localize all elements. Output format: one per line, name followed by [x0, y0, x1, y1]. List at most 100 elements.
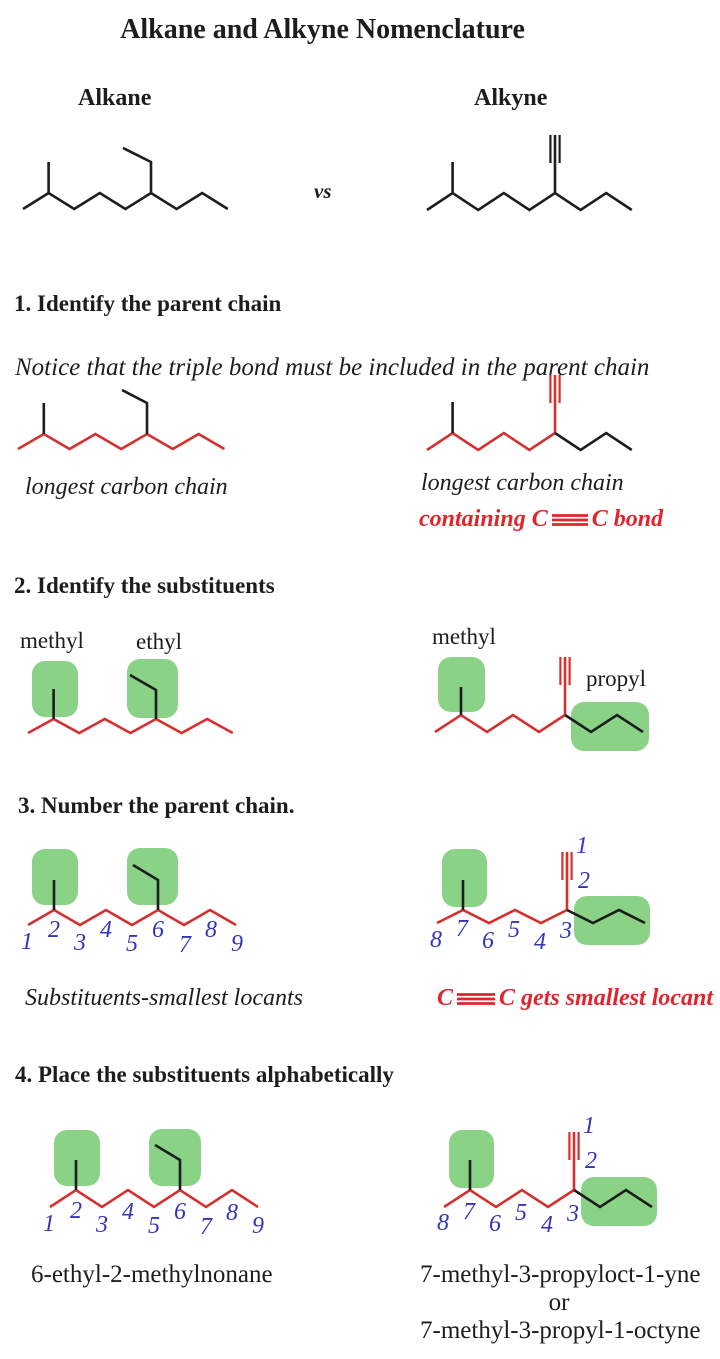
propyl-bonds: [554, 431, 633, 452]
parent-chain-bonds: [426, 431, 556, 452]
ethyl-label: ethyl: [136, 629, 182, 654]
methyl-label: methyl: [20, 628, 84, 653]
parent-chain-bonds: [17, 432, 226, 451]
locant-label: 5: [515, 1200, 527, 1226]
locant-label: 5: [126, 931, 138, 957]
propyl-highlight: [574, 896, 650, 945]
alkyne-label: Alkyne: [474, 85, 548, 111]
versus-label: vs: [314, 179, 332, 203]
locant-label: 8: [226, 1200, 238, 1226]
caption-text-post: C bond: [591, 506, 664, 532]
ethyl-bonds: [129, 673, 158, 719]
parent-chain-bonds: [443, 1188, 575, 1209]
step3-left-caption: Substituents-smallest locants: [25, 985, 303, 1011]
molecule-alkane-step4: 1 2 3 4 5 6 7 8 9: [43, 1129, 264, 1240]
alkane-label: Alkane: [78, 85, 152, 111]
locant-label: 6: [152, 917, 164, 943]
alkyne-name-line2: 7-methyl-3-propyl-1-octyne: [420, 1317, 701, 1344]
step2-heading: 2. Identify the substituents: [14, 573, 275, 598]
molecule-alkane-step3: 1 2 3 4 5 6 7 8 9: [21, 848, 243, 958]
locant-label: 1: [576, 833, 588, 859]
caption-text-post: C gets smallest locant: [499, 985, 714, 1011]
caption-text-pre: containing C: [419, 506, 548, 532]
locant-label: 1: [43, 1211, 55, 1237]
methyl-highlight: [442, 849, 487, 907]
methyl-highlight: [32, 661, 78, 717]
locant-label: 6: [174, 1199, 186, 1225]
parent-chain-bonds: [436, 908, 568, 925]
locant-label: 3: [95, 1212, 108, 1238]
propyl-highlight: [571, 702, 649, 751]
locant-label: 2: [578, 868, 590, 894]
parent-chain-bonds: [426, 191, 633, 212]
locant-label: 7: [463, 1199, 476, 1225]
alkyne-name-or: or: [548, 1289, 570, 1316]
alkyne-iupac-name: 7-methyl-3-propyloct-1-yne or 7-methyl-3…: [420, 1261, 701, 1345]
parent-chain-bonds: [434, 713, 566, 734]
molecule-alkane-step1: [17, 388, 226, 451]
locant-label: 8: [205, 917, 217, 943]
locant-label: 9: [231, 931, 243, 957]
triple-bond-symbol: [457, 993, 496, 1005]
parent-chain-bonds: [22, 191, 229, 211]
parent-chain-bonds: [27, 908, 237, 927]
locant-label: 2: [585, 1148, 597, 1174]
locant-label: 4: [534, 929, 546, 955]
molecule-alkane-overview: [22, 146, 229, 211]
alkyne-name-line1: 7-methyl-3-propyloct-1-yne: [420, 1261, 701, 1288]
locant-label: 8: [437, 1210, 449, 1236]
locant-label: 6: [489, 1211, 501, 1237]
locant-label: 4: [541, 1212, 553, 1238]
propyl-bonds: [564, 713, 644, 734]
step1-left-caption: longest carbon chain: [25, 474, 228, 500]
molecule-alkyne-step2: [434, 657, 649, 751]
methyl-label: methyl: [432, 624, 496, 649]
locant-label: 2: [48, 917, 60, 943]
propyl-bonds: [566, 908, 646, 925]
molecule-alkyne-step3: 1 2 3 4 5 6 7 8: [430, 833, 650, 955]
methyl-highlight: [32, 849, 78, 905]
locant-label: 8: [430, 927, 442, 953]
locant-label: 5: [148, 1213, 160, 1239]
step3-right-caption: C C gets smallest locant: [437, 985, 713, 1012]
locant-label: 3: [566, 1201, 579, 1227]
locant-label: 6: [482, 928, 494, 954]
molecule-alkyne-step4: 1 2 3 4 5 6 7 8: [437, 1113, 657, 1238]
propyl-bonds: [573, 1188, 653, 1209]
methyl-highlight: [438, 657, 485, 712]
step1-right-caption: longest carbon chain: [421, 470, 624, 496]
step1-right-caption-triple-bond: containing C C bond: [419, 506, 663, 533]
parent-chain-bonds: [27, 717, 234, 735]
page-title: Alkane and Alkyne Nomenclature: [120, 14, 525, 45]
locant-label: 7: [200, 1214, 213, 1240]
locant-label: 7: [179, 932, 192, 958]
locant-label: 4: [100, 917, 112, 943]
ethyl-bonds: [154, 1143, 182, 1190]
locant-label: 2: [70, 1198, 82, 1224]
ethyl-bonds: [122, 146, 153, 193]
molecule-alkyne-overview: [426, 135, 633, 212]
locant-label: 1: [583, 1113, 595, 1139]
parent-chain-bonds: [49, 1188, 259, 1209]
step4-heading: 4. Place the substituents alphabetically: [15, 1062, 394, 1087]
ethyl-bonds: [121, 388, 149, 434]
propyl-highlight: [581, 1177, 657, 1226]
triple-bond-symbol: [551, 514, 588, 526]
locant-label: 3: [559, 918, 572, 944]
locant-label: 1: [21, 929, 33, 955]
alkane-iupac-name: 6-ethyl-2-methylnonane: [31, 1261, 273, 1288]
locant-label: 4: [122, 1199, 134, 1225]
propyl-label: propyl: [586, 666, 647, 691]
methyl-highlight: [449, 1130, 494, 1188]
molecule-alkyne-step1: [426, 375, 633, 452]
caption-text-pre: C: [437, 985, 454, 1011]
ethyl-bonds: [132, 863, 160, 910]
locant-label: 9: [252, 1213, 264, 1239]
methyl-highlight: [54, 1130, 100, 1186]
locant-label: 7: [456, 916, 469, 942]
locant-label: 5: [508, 917, 520, 943]
step1-heading: 1. Identify the parent chain: [14, 291, 282, 316]
locant-label: 3: [73, 930, 86, 956]
